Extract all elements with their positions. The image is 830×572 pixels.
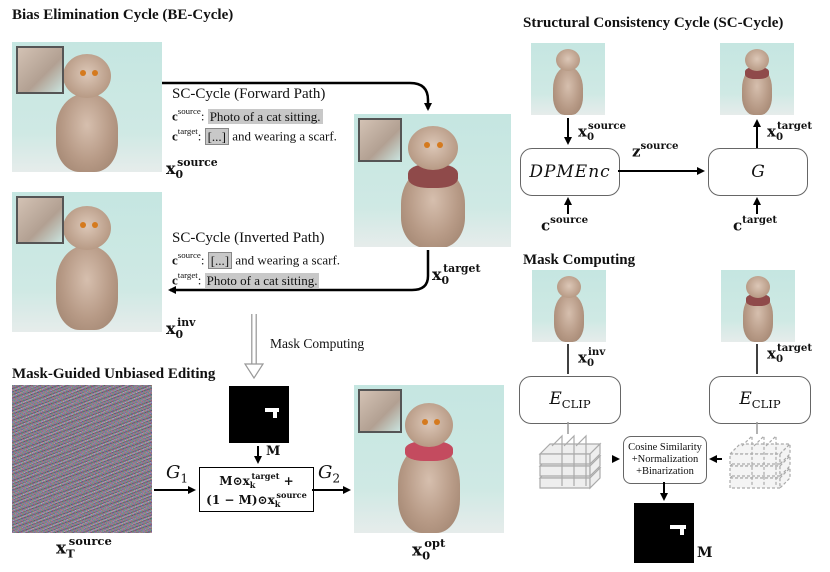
x0-target-label: x0target — [432, 262, 481, 287]
output-mask-image — [634, 503, 694, 563]
mask-image — [229, 386, 289, 443]
target-crop-inset — [358, 118, 402, 162]
clip-encoder-left: ECLIP — [519, 376, 621, 424]
inverted-crop-inset — [16, 196, 64, 244]
sc-target-photo — [720, 43, 794, 115]
c-target-label: ctarget — [733, 214, 778, 235]
x0-source-label: x0source — [166, 156, 218, 181]
mask-computing-title: Mask Computing — [523, 252, 636, 268]
g1-label: G1 — [166, 462, 189, 486]
noise-image — [12, 385, 152, 533]
optimized-crop-inset — [358, 389, 402, 433]
edit-box-line1: M⊙xktarget + — [219, 470, 294, 490]
sc-cycle-title: Structural Consistency Cycle (SC-Cycle) — [523, 15, 784, 31]
clip-encoder-right: ECLIP — [709, 376, 811, 424]
target-feature-stack — [728, 434, 792, 490]
dpmenc-box: DPMEnc — [520, 148, 620, 196]
mc-x0-inv-label: x0inv — [578, 346, 606, 370]
mc-x0-target-label: x0target — [767, 342, 813, 366]
sc-source-photo — [531, 43, 605, 115]
inverted-path-title: SC-Cycle (Inverted Path) — [172, 230, 325, 246]
forward-target-ellipsis: [...] — [204, 127, 230, 145]
mask-guided-title: Mask-Guided Unbiased Editing — [12, 366, 216, 382]
forward-source-prompt: Photo of a cat sitting. — [207, 108, 323, 124]
inverted-source-rest: and wearing a scarf. — [235, 252, 341, 268]
x0-inv-label: x0inv — [166, 316, 196, 341]
inverted-path-arrow — [168, 250, 430, 294]
optimized-cat-photo — [354, 385, 504, 533]
inv-feature-stack — [538, 434, 602, 490]
generator-box: G — [708, 148, 808, 196]
target-cat-photo — [354, 114, 511, 247]
forward-path-arrow — [162, 81, 432, 111]
mc-inv-photo — [532, 270, 606, 342]
mc-target-photo — [721, 270, 795, 342]
output-mask-label: M — [697, 545, 713, 561]
cosine-similarity-box: Cosine Similarity +Normalization +Binari… — [623, 436, 707, 484]
forward-path-title: SC-Cycle (Forward Path) — [172, 86, 326, 102]
inverted-source-ellipsis: [...] — [207, 251, 233, 269]
x0-opt-label: x0opt — [412, 536, 446, 563]
source-cat-photo — [12, 42, 162, 172]
inverted-source-prompt-row: csource: [...] and wearing a scarf. — [172, 250, 341, 269]
forward-target-prompt-row: ctarget: [...] and wearing a scarf. — [172, 126, 337, 145]
mask-edit-box: M⊙xktarget + (1 − M)⊙xksource — [199, 467, 314, 512]
sc-x0-target-label: x0target — [767, 120, 813, 144]
mask-computing-arrow-label: Mask Computing — [270, 336, 365, 351]
z-source-label: zsource — [632, 140, 679, 161]
edit-box-line2: (1 − M)⊙xksource — [206, 489, 307, 509]
inverted-target-prompt-row: ctarget: Photo of a cat sitting. — [172, 270, 320, 288]
sc-x0-source-label: x0source — [578, 120, 627, 144]
be-cycle-title: Bias Elimination Cycle (BE-Cycle) — [12, 7, 234, 23]
mask-m-label: M — [266, 444, 281, 459]
c-source-label: csource — [541, 214, 589, 235]
inverted-cat-photo — [12, 192, 162, 332]
inverted-target-prompt: Photo of a cat sitting. — [204, 272, 320, 288]
xT-source-label: xTsource — [56, 534, 112, 561]
forward-target-rest: and wearing a scarf. — [232, 128, 337, 144]
g2-label: G2 — [318, 462, 341, 486]
source-crop-inset — [16, 46, 64, 94]
forward-source-prompt-row: csource: Photo of a cat sitting. — [172, 106, 323, 124]
